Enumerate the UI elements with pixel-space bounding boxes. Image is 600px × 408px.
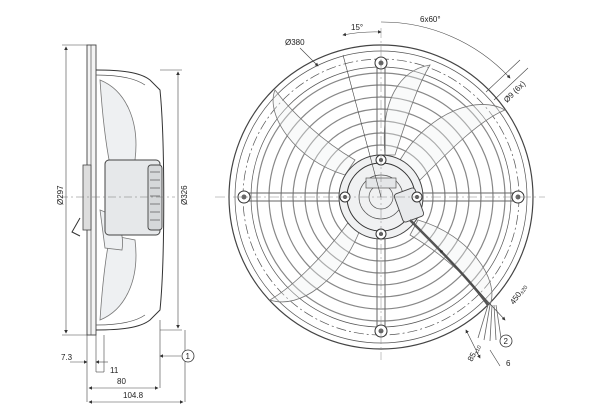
dim-bolt-circle: Ø380 bbox=[285, 38, 305, 47]
side-view: Ø297 Ø326 7.3 11 80 104.8 1 bbox=[56, 44, 195, 404]
dim-strip-length: 85±10 bbox=[466, 343, 483, 364]
front-view: Ø380 15° 6x60° Ø9 (6x) 450±20 2 85±10 6 bbox=[215, 15, 545, 368]
svg-text:1: 1 bbox=[186, 352, 191, 361]
dim-depth-11: 11 bbox=[110, 366, 119, 375]
dim-depth-104-8: 104.8 bbox=[123, 391, 144, 400]
dim-wire-strip: 6 bbox=[506, 359, 511, 368]
dim-rim-diameter: Ø326 bbox=[180, 185, 189, 205]
svg-text:2: 2 bbox=[504, 337, 509, 346]
mounting-hole bbox=[374, 56, 388, 70]
shroud-outline bbox=[95, 69, 165, 331]
callout-1 bbox=[181, 349, 195, 363]
dim-angle-15: 15° bbox=[351, 23, 363, 32]
callout-2 bbox=[499, 334, 513, 348]
side-blade-lower bbox=[99, 234, 137, 321]
dim-depth-7-3: 7.3 bbox=[61, 353, 73, 362]
dim-depth-80: 80 bbox=[117, 377, 126, 386]
dim-guard-diameter: Ø297 bbox=[56, 185, 65, 205]
dim-cable-length: 450±20 bbox=[508, 283, 529, 307]
dim-angle-6x60: 6x60° bbox=[420, 15, 441, 24]
side-blade-upper bbox=[99, 79, 137, 166]
dim-hole-diameter: Ø9 (6x) bbox=[502, 79, 527, 104]
